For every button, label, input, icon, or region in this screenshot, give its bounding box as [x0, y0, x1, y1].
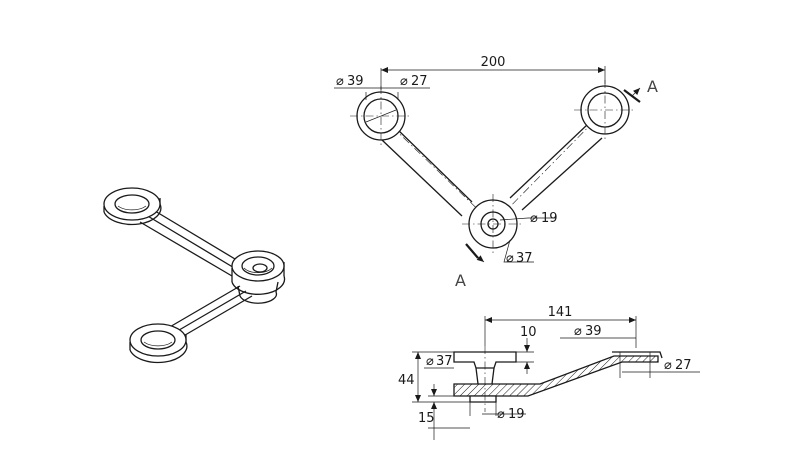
dim-section-length: 141 — [484, 305, 637, 348]
dia-symbol: ⌀ — [400, 74, 408, 89]
isometric-view — [103, 187, 286, 364]
section-view: 141 10 ⌀ 39 ⌀ 27 ⌀ 37 — [398, 305, 700, 440]
dim-hub-outer-label: 37 — [516, 251, 533, 266]
dim-hub-outer: ⌀ 37 — [503, 239, 534, 266]
dim-base-height-label: 15 — [418, 411, 435, 426]
dim-boss-dia: ⌀ 19 — [469, 402, 526, 422]
iso-upper-arm — [139, 207, 241, 277]
dia-symbol: ⌀ — [336, 74, 344, 89]
dim-flange-thickness-label: 10 — [520, 325, 537, 340]
dim-ring-diameters: ⌀ 39 ⌀ 27 — [334, 74, 430, 100]
dim-flange-thickness: 10 — [516, 325, 537, 374]
iso-lower-ring — [129, 323, 188, 364]
top-left-arm — [380, 115, 494, 225]
dia-symbol: ⌀ — [574, 324, 582, 339]
top-right-ring — [574, 80, 636, 140]
dia-symbol: ⌀ — [664, 358, 672, 373]
dia-symbol: ⌀ — [530, 211, 538, 226]
dim-section-length-label: 141 — [548, 305, 573, 320]
dim-overall-height-label: 44 — [398, 373, 415, 388]
section-marker-top: A — [623, 77, 658, 103]
dim-overall-height: 44 — [398, 351, 470, 403]
dim-section-ring-outer-label: 39 — [585, 324, 602, 339]
dim-section-ring-outer: ⌀ 39 — [560, 324, 636, 339]
dim-span: 200 — [380, 55, 606, 90]
iso-lower-arm — [167, 285, 253, 339]
section-boss — [469, 395, 497, 403]
dia-symbol: ⌀ — [497, 407, 505, 422]
dim-section-ring-inner: ⌀ 27 — [619, 358, 700, 378]
top-view: 200 ⌀ 39 ⌀ 27 ⌀ 19 ⌀ 37 A — [334, 55, 658, 290]
top-center-hub — [462, 194, 524, 254]
top-left-ring — [350, 86, 412, 146]
dim-ring-inner: 27 — [411, 74, 428, 89]
dim-base-height: 15 — [418, 384, 470, 440]
dia-symbol: ⌀ — [506, 251, 514, 266]
dim-section-ring-inner-label: 27 — [675, 358, 692, 373]
dim-ring-outer: 39 — [347, 74, 364, 89]
dim-section-flange-dia: ⌀ 37 — [424, 354, 454, 369]
dim-span-label: 200 — [481, 55, 506, 70]
dia-symbol: ⌀ — [426, 354, 434, 369]
top-right-arm — [492, 109, 606, 225]
dim-boss-dia-label: 19 — [508, 407, 525, 422]
dim-hub-inner-label: 19 — [541, 211, 558, 226]
dim-section-flange-dia-label: 37 — [436, 354, 453, 369]
iso-center-hub — [231, 250, 286, 304]
section-marker-bottom: A — [455, 243, 485, 290]
iso-upper-ring — [103, 187, 162, 226]
section-label-top: A — [647, 77, 658, 96]
dim-hub-inner: ⌀ 19 — [499, 211, 558, 226]
section-label-bottom: A — [455, 271, 466, 290]
